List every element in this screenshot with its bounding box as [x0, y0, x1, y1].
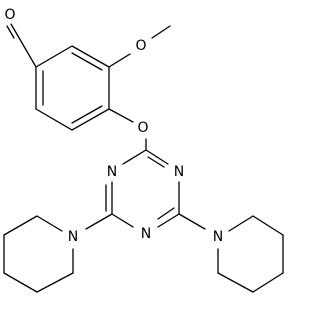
- piperidine-left-nitrogen-label: N: [68, 229, 78, 245]
- triazine-nitrogen-top-left: N: [107, 164, 117, 180]
- aldehyde-oxygen-label: O: [4, 7, 15, 23]
- triazine-nitrogen-top-right: N: [174, 164, 184, 180]
- methoxy-oxygen-label: O: [135, 38, 146, 54]
- aldehyde-group: O: [4, 7, 37, 68]
- benzene-ring: [35, 45, 110, 131]
- triazine-ring: N N N: [105, 149, 184, 242]
- ether-oxygen-label: O: [137, 120, 148, 136]
- ether-linkage: O: [108, 108, 149, 151]
- piperidine-ring-left: N: [3, 213, 113, 293]
- piperidine-ring-right: N: [178, 213, 284, 293]
- piperidine-right-nitrogen-label: N: [213, 229, 223, 245]
- triazine-nitrogen-bottom: N: [141, 226, 151, 242]
- methoxy-group: O: [108, 25, 171, 68]
- chemical-structure-diagram: O O O N N N: [3, 7, 284, 293]
